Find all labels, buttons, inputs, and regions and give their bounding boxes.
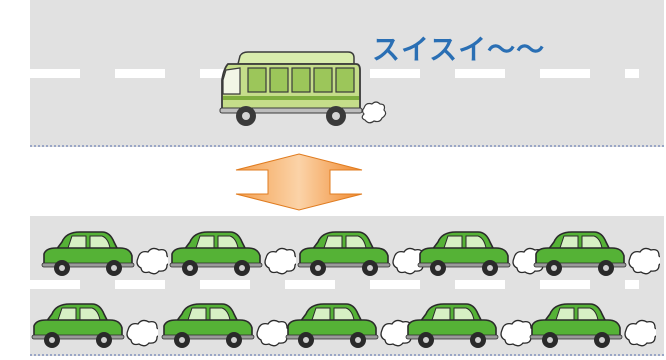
lane-mark [455, 280, 505, 289]
double-arrow-icon [234, 152, 364, 212]
lane-mark [115, 280, 165, 289]
lane-mark [30, 280, 80, 289]
lane-mark [625, 69, 639, 78]
car-icon [40, 228, 168, 280]
car-icon [532, 228, 660, 280]
lane-mark [30, 69, 80, 78]
lane-mark [115, 69, 165, 78]
lane-mark [455, 69, 505, 78]
car-icon [160, 300, 288, 352]
lane-mark [625, 280, 639, 289]
car-icon [528, 300, 656, 352]
car-icon [168, 228, 296, 280]
lane-mark [200, 280, 250, 289]
lane-mark [540, 69, 590, 78]
car-icon [416, 228, 544, 280]
car-icon [30, 300, 158, 352]
car-icon [404, 300, 532, 352]
tagline: スイスイ〜〜 [372, 33, 546, 66]
lane-mark [540, 280, 590, 289]
lane-mark [370, 69, 420, 78]
car-icon [284, 300, 412, 352]
lane-mark [285, 280, 335, 289]
bus-icon [218, 50, 388, 132]
car-icon [296, 228, 424, 280]
lane-mark [370, 280, 420, 289]
